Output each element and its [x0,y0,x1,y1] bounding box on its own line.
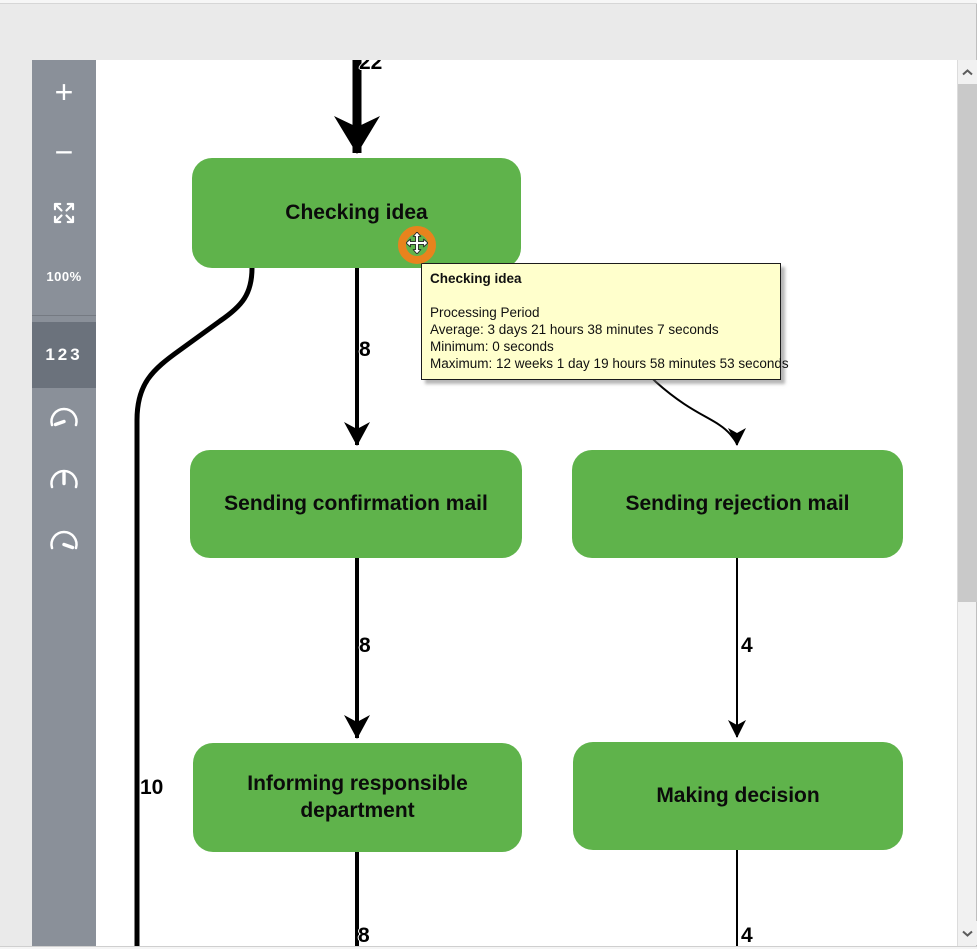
scroll-up-button[interactable] [958,60,977,84]
node-sending-rejection-mail[interactable]: Sending rejection mail [572,450,903,558]
zoom-level-button[interactable]: 100% [32,252,96,300]
performance-high-button[interactable] [32,519,96,567]
zoom-out-button[interactable]: − [32,128,96,176]
chevron-down-icon [962,924,973,942]
toolbar-divider [32,315,96,316]
gauge-low-icon [47,404,81,436]
diagram-canvas[interactable]: Checking idea Sending confirmation mail … [96,60,957,947]
chevron-up-icon [962,63,973,81]
tooltip-average: Average: 3 days 21 hours 38 minutes 7 se… [430,322,719,337]
window-bottom-edge [0,946,977,949]
scrollbar-thumb[interactable] [958,84,977,602]
node-label: Sending confirmation mail [224,491,488,515]
tooltip-minimum: Minimum: 0 seconds [430,339,554,354]
edge-count-22: 22 [359,60,383,74]
plus-icon: + [54,74,74,110]
node-informing-responsible-department[interactable]: Informing responsible department [193,743,522,852]
fit-screen-icon [51,200,77,231]
edge-count-10: 10 [140,776,164,799]
zoom-in-button[interactable]: + [32,68,96,116]
zoom-level-value: 100% [46,268,82,284]
tooltip-title: Checking idea [430,271,522,286]
scroll-down-button[interactable] [958,921,977,945]
edge-count-4a: 4 [741,634,753,657]
gauge-high-icon [47,527,81,559]
node-sending-confirmation-mail[interactable]: Sending confirmation mail [190,450,522,558]
drag-highlight-ring [398,226,436,264]
tooltip-maximum: Maximum: 12 weeks 1 day 19 hours 58 minu… [430,356,789,371]
move-cursor-icon [405,231,429,259]
frequency-view-label: 123 [45,345,83,364]
vertical-scrollbar[interactable] [957,60,977,947]
edge-count-8a: 8 [359,338,371,361]
edge-count-8b: 8 [359,634,371,657]
window-top-edge [0,0,977,4]
performance-mid-button[interactable] [32,458,96,506]
tooltip-section: Processing Period [430,305,540,320]
node-label: Sending rejection mail [625,491,850,515]
node-making-decision[interactable]: Making decision [573,742,903,850]
diagram-toolbar: + − 100% 123 [32,60,96,947]
node-tooltip: Checking idea Processing Period Average:… [421,263,789,380]
minus-icon: − [54,134,74,170]
node-label: Informing responsible department [247,772,468,822]
gauge-mid-icon [47,466,81,498]
edge-checking-out-left[interactable] [134,267,255,947]
node-label: Making decision [656,783,820,807]
node-checking-idea[interactable]: Checking idea [192,158,521,268]
node-label: Checking idea [285,200,428,224]
edge-count-8c: 8 [358,924,370,947]
performance-low-button[interactable] [32,396,96,444]
frequency-view-button[interactable]: 123 [32,322,96,388]
edge-count-4b: 4 [741,924,753,947]
fit-screen-button[interactable] [32,191,96,239]
